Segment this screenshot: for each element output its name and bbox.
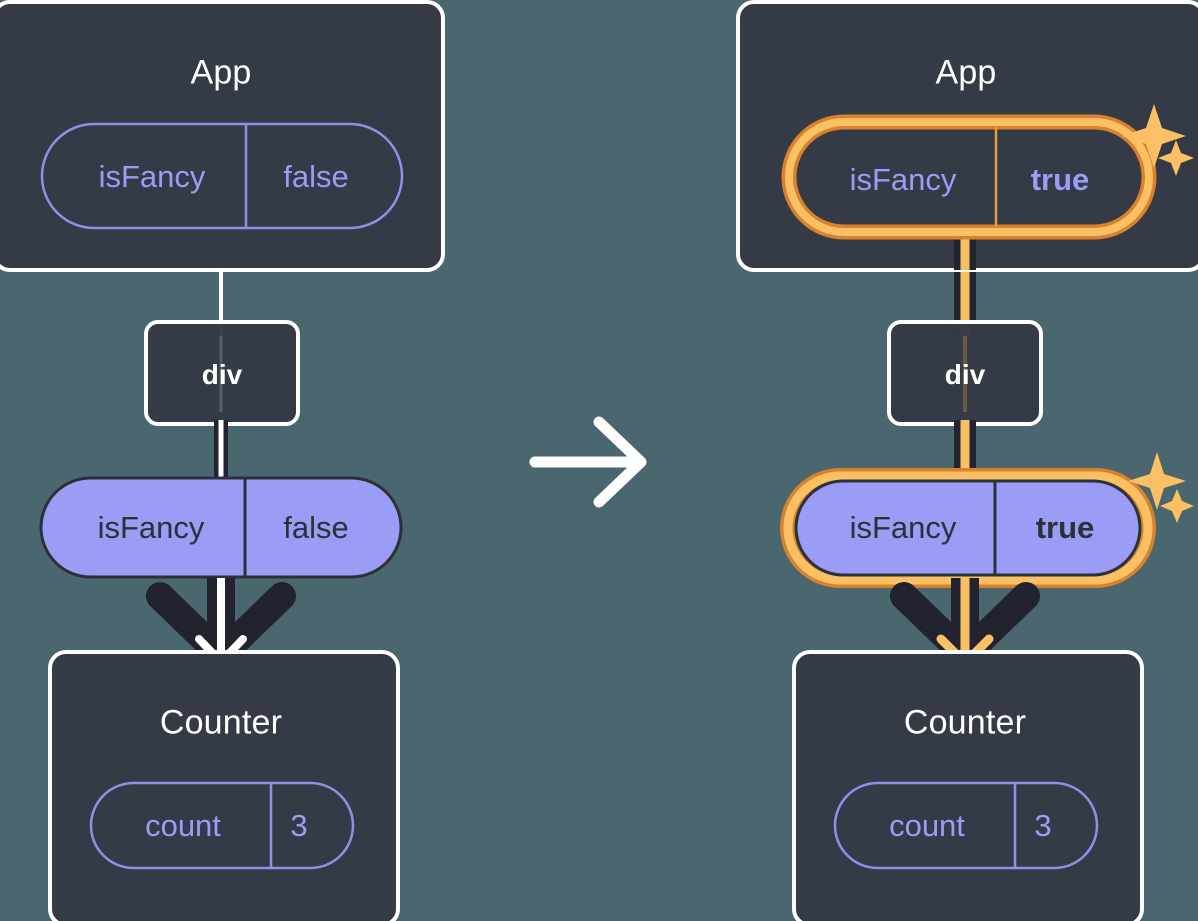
panel-after xyxy=(736,0,1198,921)
prop-pill-right xyxy=(794,479,1142,577)
sparkle-small-icon xyxy=(1160,489,1194,523)
sparkle-group-prop-right xyxy=(1128,452,1194,523)
app-state-pill-highlight-right xyxy=(781,114,1157,240)
prop-pill-left xyxy=(39,476,403,579)
counter-state-pill-right xyxy=(833,781,1099,870)
sparkle-large-icon xyxy=(1122,104,1186,168)
counter-panel-left xyxy=(48,650,400,921)
sparkle-large-icon xyxy=(1128,452,1186,510)
sparkle-small-icon xyxy=(1158,140,1194,176)
app-panel-left xyxy=(0,0,445,272)
counter-panel-right xyxy=(792,650,1144,921)
panel-before xyxy=(0,0,445,921)
transition-arrow xyxy=(529,416,647,508)
prop-arrow-left xyxy=(195,578,247,666)
app-state-pill-highlight-inner-right xyxy=(785,118,1153,236)
sparkle-group-app-right xyxy=(1122,104,1194,176)
app-state-pill-left xyxy=(40,122,404,230)
counter-state-pill-left xyxy=(89,781,355,870)
